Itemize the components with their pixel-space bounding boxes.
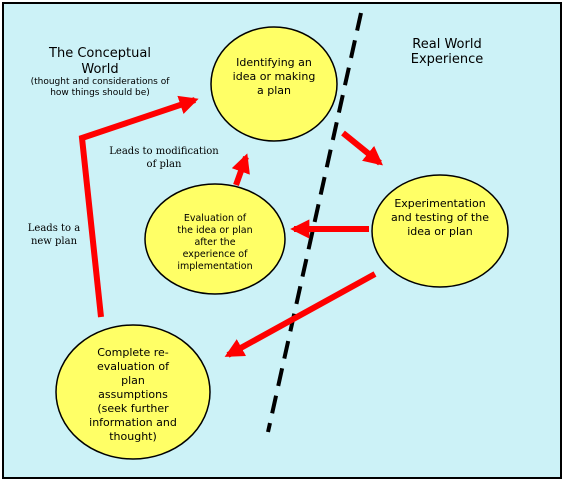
edge-label-modification: Leads to modification of plan: [109, 146, 219, 170]
reevaluation-line-6: information and: [89, 416, 177, 429]
identify-line-1: Identifying an: [236, 56, 312, 69]
node-identify-idea: [210, 26, 338, 142]
new-plan-line-1: Leads to a: [28, 223, 80, 234]
reevaluation-line-2: evaluation of: [97, 360, 170, 373]
modification-line-2: of plan: [147, 159, 182, 170]
evaluation-line-3: after the: [194, 237, 235, 248]
reevaluation-line-4: assumptions: [98, 388, 168, 401]
conceptual-title-line-2: World: [81, 62, 118, 77]
arrow-reevaluation-to-identify: [78, 95, 199, 318]
reevaluation-line-7: thought): [109, 430, 157, 443]
experiment-line-1: Experimentation: [394, 197, 485, 210]
node-identify-label: Identifying an idea or making a plan: [233, 56, 316, 97]
experiment-line-3: idea or plan: [407, 225, 473, 238]
node-complete-reevaluation: [55, 324, 211, 460]
edge-label-new-plan: Leads to a new plan: [28, 223, 80, 247]
reevaluation-line-1: Complete re-: [97, 346, 169, 359]
conceptual-subtitle-line-1: (thought and considerations of: [31, 77, 171, 87]
evaluation-line-5: implementation: [177, 261, 252, 272]
identify-line-2: idea or making: [233, 70, 316, 83]
new-plan-line-2: new plan: [31, 236, 78, 247]
real-world-title: Real World Experience: [411, 37, 484, 67]
node-evaluation: [144, 183, 286, 295]
modification-line-1: Leads to modification: [109, 146, 219, 157]
evaluation-line-4: experience of: [183, 249, 248, 260]
conceptual-subtitle-line-2: how things should be): [50, 88, 150, 98]
node-evaluation-label: Evaluation of the idea or plan after the…: [177, 213, 252, 272]
conceptual-world-title: The Conceptual World: [48, 46, 151, 77]
experiment-line-2: and testing of the: [391, 211, 489, 224]
arrow-identify-to-experiment: [341, 130, 383, 166]
arrow-experiment-to-reevaluation: [224, 271, 377, 358]
node-experimentation: [371, 174, 509, 288]
world-divider-line: [266, 12, 363, 433]
node-experimentation-label: Experimentation and testing of the idea …: [391, 197, 489, 238]
evaluation-line-1: Evaluation of: [184, 213, 247, 224]
conceptual-title-line-1: The Conceptual: [48, 46, 151, 61]
real-title-line-2: Experience: [411, 52, 484, 67]
arrow-evaluation-to-identify: [231, 153, 250, 187]
real-title-line-1: Real World: [412, 37, 481, 52]
identify-line-3: a plan: [257, 84, 291, 97]
reevaluation-line-3: plan: [121, 374, 145, 387]
evaluation-line-2: the idea or plan: [177, 225, 252, 236]
conceptual-world-subtitle: (thought and considerations of how thing…: [31, 77, 171, 98]
node-reevaluation-label: Complete re- evaluation of plan assumpti…: [89, 346, 177, 443]
reevaluation-line-5: (seek further: [97, 402, 169, 415]
